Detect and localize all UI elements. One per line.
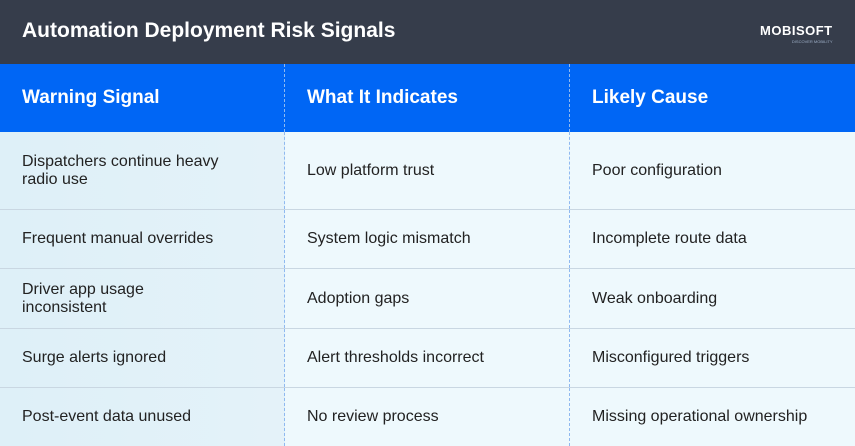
table-cell: Weak onboarding [570, 269, 855, 328]
table-cell: Frequent manual overrides [0, 210, 285, 268]
column-header: What It Indicates [285, 64, 570, 132]
page-title: Automation Deployment Risk Signals [22, 19, 396, 42]
risk-table: Warning Signal What It Indicates Likely … [0, 64, 855, 446]
table-header-row: Warning Signal What It Indicates Likely … [0, 64, 855, 132]
column-header: Warning Signal [0, 64, 285, 132]
table-cell: No review process [285, 388, 570, 446]
table-cell: Incomplete route data [570, 210, 855, 268]
table-cell: Dispatchers continue heavy radio use [0, 132, 285, 209]
table-cell: Misconfigured triggers [570, 329, 855, 387]
table-cell: Missing operational ownership [570, 388, 855, 446]
table-cell: Alert thresholds incorrect [285, 329, 570, 387]
table-cell: Driver app usage inconsistent [0, 269, 285, 328]
table-cell: System logic mismatch [285, 210, 570, 268]
table-cell: Low platform trust [285, 132, 570, 209]
table-cell: Poor configuration [570, 132, 855, 209]
logo-text: MOBISOFT [760, 23, 833, 38]
table-cell: Post-event data unused [0, 388, 285, 446]
logo-tagline: DISCOVER MOBILITY [791, 39, 833, 44]
table-cell: Surge alerts ignored [0, 329, 285, 387]
column-header: Likely Cause [570, 64, 855, 132]
title-bar: Automation Deployment Risk Signals MOBIS… [0, 0, 855, 64]
table-cell: Adoption gaps [285, 269, 570, 328]
